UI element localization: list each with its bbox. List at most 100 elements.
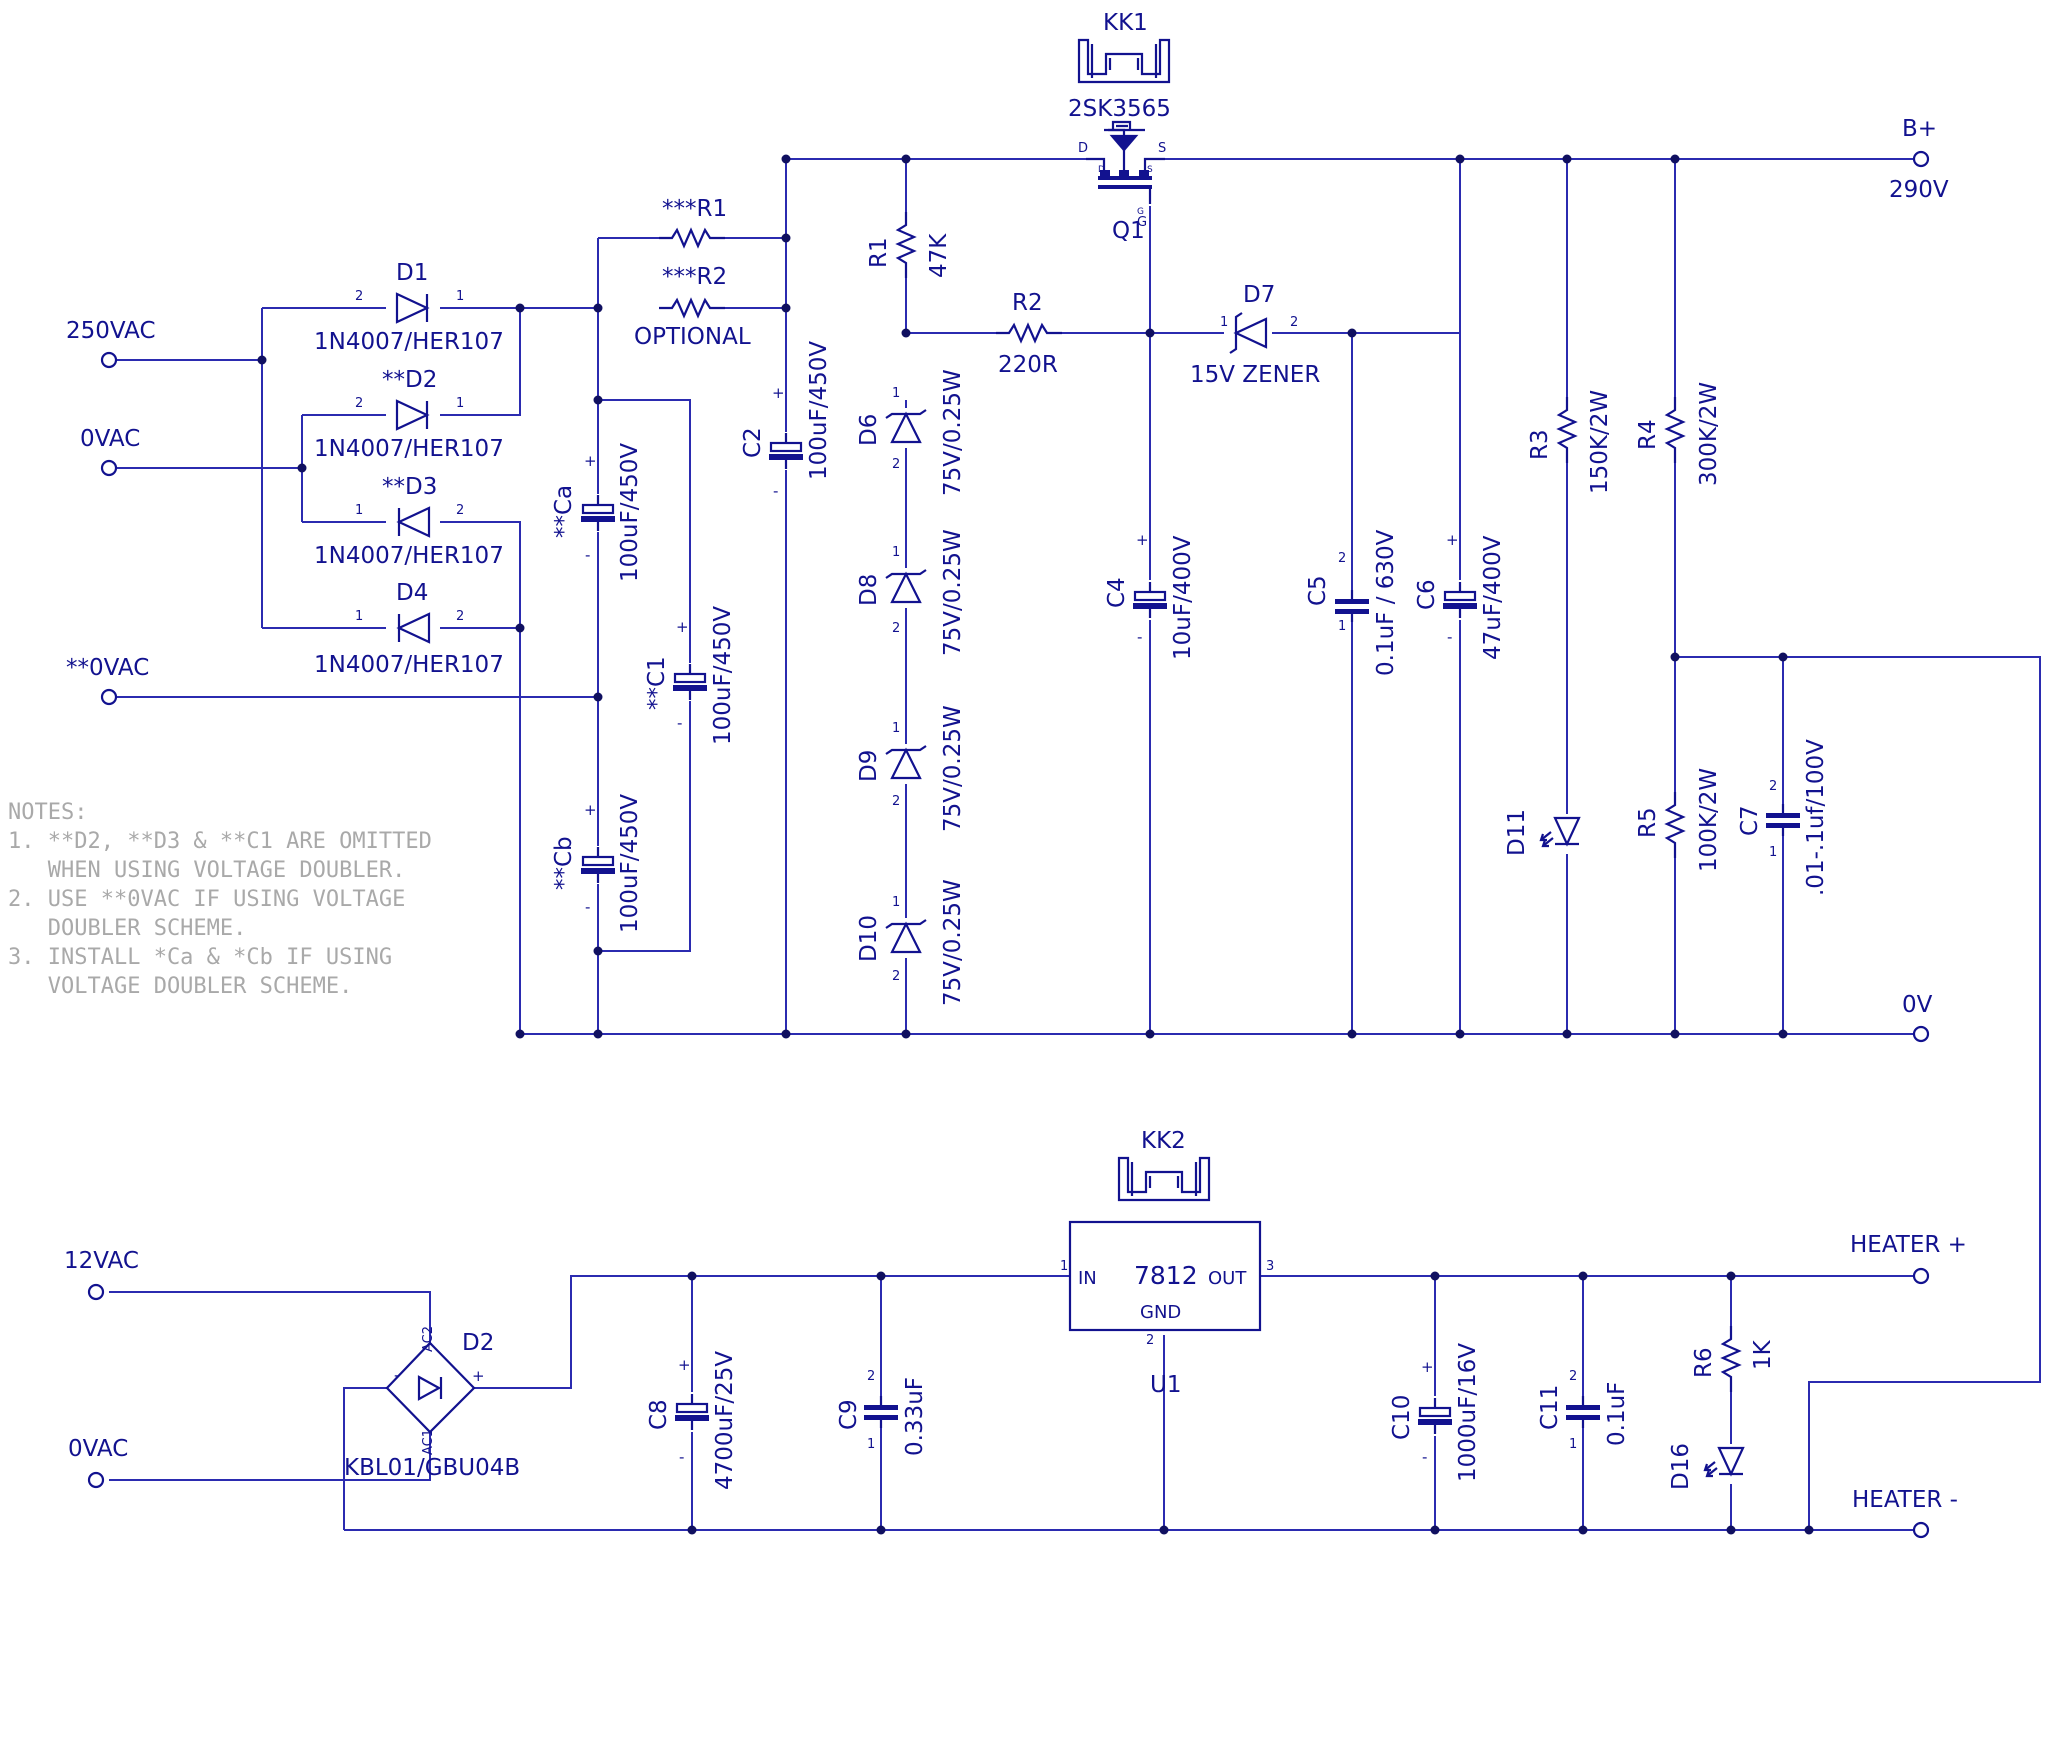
- svg-text:KK1: KK1: [1103, 10, 1148, 36]
- svg-text:2SK3565: 2SK3565: [1068, 96, 1171, 122]
- bridge-rectifier-d2: AC2 AC1 - + D2 KBL01/GBU04B: [344, 1326, 520, 1481]
- svg-text:100uF/450V: 100uF/450V: [617, 443, 643, 582]
- zener-d8: 1 2 D8 75V/0.25W: [856, 529, 966, 656]
- heatsink-kk1: KK1: [1077, 10, 1171, 84]
- svg-text:0.33uF: 0.33uF: [902, 1377, 928, 1456]
- svg-text:B+: B+: [1902, 116, 1937, 142]
- diode-d4: D4 1 2 1N4007/HER107: [314, 580, 504, 678]
- svg-text:100K/2W: 100K/2W: [1696, 768, 1722, 872]
- svg-text:**C1: **C1: [644, 656, 670, 710]
- svg-text:+: +: [678, 1356, 691, 1374]
- terminal-0vac-heater[interactable]: 0VAC: [68, 1436, 128, 1489]
- capacitor-c2: + - C2 100uF/450V: [740, 341, 832, 500]
- terminal-b-plus[interactable]: B+290V: [1889, 116, 1949, 203]
- svg-text:NOTES:: NOTES:: [8, 800, 87, 825]
- svg-text:-: -: [1447, 628, 1452, 646]
- capacitor-c9: 2 1 C9 0.33uF: [836, 1369, 928, 1456]
- capacitor-c7: 2 1 C7 .01-.1uf/100V: [1737, 739, 1829, 896]
- svg-text:-: -: [585, 898, 590, 916]
- svg-text:+: +: [1446, 531, 1459, 549]
- svg-text:1: 1: [456, 396, 464, 411]
- svg-text:D1: D1: [396, 260, 428, 286]
- svg-text:1: 1: [867, 1437, 875, 1452]
- svg-text:D8: D8: [856, 574, 882, 606]
- svg-text:2: 2: [355, 396, 363, 411]
- svg-text:R5: R5: [1635, 807, 1661, 838]
- svg-text:.01-.1uf/100V: .01-.1uf/100V: [1803, 739, 1829, 896]
- svg-text:100uF/450V: 100uF/450V: [806, 341, 832, 480]
- svg-text:U1: U1: [1150, 1372, 1181, 1398]
- svg-text:15V ZENER: 15V ZENER: [1190, 362, 1320, 388]
- svg-text:R2: R2: [1012, 290, 1043, 316]
- diode-d2: **D2 2 1 1N4007/HER107: [314, 367, 504, 462]
- svg-text:***R1: ***R1: [662, 196, 727, 222]
- capacitor-c11: 2 1 C11 0.1uF: [1537, 1369, 1630, 1452]
- terminal-heater-minus[interactable]: HEATER -: [1852, 1487, 1958, 1539]
- led-d11: D11: [1504, 809, 1589, 856]
- resistor-r6: R6 1K: [1691, 1324, 1776, 1394]
- svg-text:+: +: [472, 1367, 485, 1385]
- svg-text:2: 2: [892, 794, 900, 809]
- svg-text:100uF/450V: 100uF/450V: [617, 794, 643, 933]
- svg-text:1: 1: [456, 289, 464, 304]
- svg-text:D: D: [1078, 141, 1088, 156]
- svg-text:+: +: [772, 384, 785, 402]
- svg-text:1: 1: [355, 609, 363, 624]
- svg-text:1K: 1K: [1750, 1339, 1776, 1370]
- svg-text:250VAC: 250VAC: [66, 318, 156, 344]
- svg-text:R3: R3: [1527, 429, 1553, 460]
- svg-text:C8: C8: [646, 1399, 672, 1430]
- terminal-0vac[interactable]: 0VAC: [80, 426, 140, 477]
- resistor-r4: R4 300K/2W: [1635, 382, 1722, 486]
- terminal-12vac[interactable]: 12VAC: [64, 1248, 139, 1301]
- svg-text:HEATER +: HEATER +: [1850, 1232, 1967, 1258]
- terminal-alt-0vac[interactable]: **0VAC: [66, 655, 149, 706]
- terminal-heater-plus[interactable]: HEATER +: [1850, 1232, 1967, 1285]
- svg-text:150K/2W: 150K/2W: [1587, 390, 1613, 494]
- svg-text:D6: D6: [856, 414, 882, 446]
- wires-heater: [109, 1275, 1916, 1531]
- resistor-r1-optional: ***R1: [657, 196, 727, 248]
- svg-text:75V/0.25W: 75V/0.25W: [940, 529, 966, 656]
- svg-text:1: 1: [1338, 619, 1346, 634]
- svg-text:S: S: [1147, 165, 1153, 175]
- svg-text:3: 3: [1266, 1259, 1274, 1274]
- svg-text:C10: C10: [1389, 1395, 1415, 1440]
- terminal-0v[interactable]: 0V: [1902, 992, 1933, 1043]
- svg-text:2: 2: [867, 1369, 875, 1384]
- led-d16: D16: [1668, 1443, 1753, 1490]
- svg-text:C9: C9: [836, 1399, 862, 1430]
- terminal-250vac[interactable]: 250VAC: [66, 318, 156, 369]
- svg-text:C7: C7: [1737, 805, 1763, 836]
- svg-text:0.1uF: 0.1uF: [1604, 1382, 1630, 1446]
- svg-text:**Ca: **Ca: [551, 485, 577, 538]
- svg-text:2: 2: [1769, 779, 1777, 794]
- svg-text:GND: GND: [1140, 1302, 1181, 1323]
- svg-text:+: +: [584, 801, 597, 819]
- svg-text:***R2: ***R2: [662, 264, 727, 290]
- svg-text:-: -: [1137, 628, 1142, 646]
- svg-text:D7: D7: [1243, 282, 1275, 308]
- svg-text:D16: D16: [1668, 1443, 1694, 1490]
- svg-text:2: 2: [456, 609, 464, 624]
- svg-text:2. USE **0VAC IF USING VOLTAGE: 2. USE **0VAC IF USING VOLTAGE: [8, 887, 405, 912]
- svg-text:100uF/450V: 100uF/450V: [710, 606, 736, 745]
- svg-text:1: 1: [1060, 1259, 1068, 1274]
- svg-text:D10: D10: [856, 915, 882, 962]
- svg-text:R4: R4: [1635, 419, 1661, 450]
- svg-text:+: +: [676, 618, 689, 636]
- zener-d9: 1 2 D9 75V/0.25W: [856, 705, 966, 832]
- capacitor-cb: + - **Cb 100uF/450V: [551, 794, 643, 933]
- svg-text:**D2: **D2: [382, 367, 437, 393]
- svg-text:1: 1: [1220, 315, 1228, 330]
- svg-text:+: +: [1421, 1358, 1434, 1376]
- svg-text:4700uF/25V: 4700uF/25V: [712, 1351, 738, 1490]
- svg-text:**Cb: **Cb: [551, 836, 577, 890]
- regulator-u1: 1 3 2 IN OUT 7812 GND U1: [1060, 1220, 1274, 1398]
- notes: NOTES: 1. **D2, **D3 & **C1 ARE OMITTED …: [8, 800, 432, 999]
- svg-text:1. **D2, **D3 & **C1 ARE OMITT: 1. **D2, **D3 & **C1 ARE OMITTED: [8, 829, 432, 854]
- svg-text:KBL01/GBU04B: KBL01/GBU04B: [344, 1455, 520, 1481]
- capacitor-c4: + - C4 10uF/400V: [1104, 531, 1196, 660]
- capacitor-c10: + - C10 1000uF/16V: [1389, 1343, 1481, 1482]
